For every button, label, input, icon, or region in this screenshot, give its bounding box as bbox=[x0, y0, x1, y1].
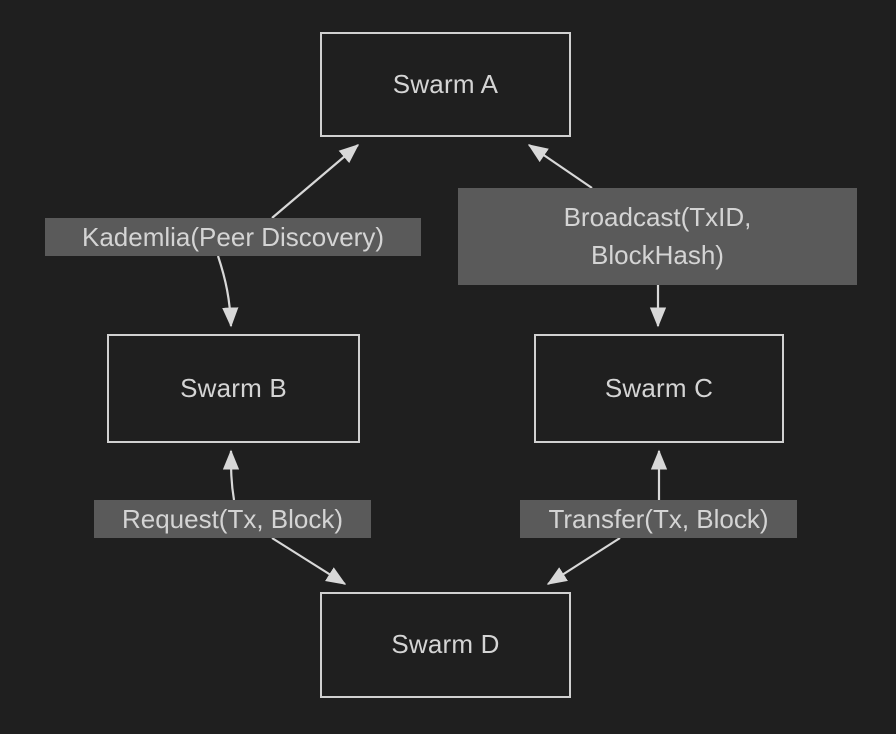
edge-label-kademlia: Kademlia(Peer Discovery) bbox=[45, 218, 421, 256]
edge-arrow-to-swarm-d bbox=[271, 537, 347, 585]
edge-arrow-to-swarm-d-2 bbox=[546, 537, 621, 585]
edge-label-request: Request(Tx, Block) bbox=[94, 500, 371, 538]
node-swarm-b[interactable]: Swarm B bbox=[107, 334, 360, 443]
edge-label-request-text: Request(Tx, Block) bbox=[121, 503, 344, 534]
edge-label-kademlia-text: Kademlia(Peer Discovery) bbox=[82, 221, 384, 252]
edge-arrow-to-swarm-b-2 bbox=[222, 449, 240, 501]
edge-label-broadcast-line-2: BlockHash) bbox=[591, 239, 724, 270]
edge-label-broadcast: Broadcast(TxID, BlockHash) bbox=[458, 188, 857, 285]
edge-arrow-to-swarm-a-2 bbox=[527, 144, 593, 189]
node-swarm-c-label: Swarm C bbox=[604, 372, 714, 403]
node-swarm-b-label: Swarm B bbox=[180, 372, 287, 403]
edge-arrow-to-swarm-b bbox=[216, 255, 239, 328]
edge-label-broadcast-line-1: Broadcast(TxID, bbox=[563, 201, 752, 232]
node-swarm-c[interactable]: Swarm C bbox=[534, 334, 784, 443]
node-swarm-d-label: Swarm D bbox=[391, 629, 500, 660]
edge-arrow-to-swarm-a bbox=[271, 144, 360, 219]
edge-label-transfer: Transfer(Tx, Block) bbox=[520, 500, 797, 538]
node-swarm-a-label: Swarm A bbox=[392, 68, 499, 99]
edge-label-transfer-text: Transfer(Tx, Block) bbox=[548, 503, 769, 534]
node-swarm-d[interactable]: Swarm D bbox=[320, 592, 571, 698]
node-swarm-a[interactable]: Swarm A bbox=[320, 32, 571, 137]
